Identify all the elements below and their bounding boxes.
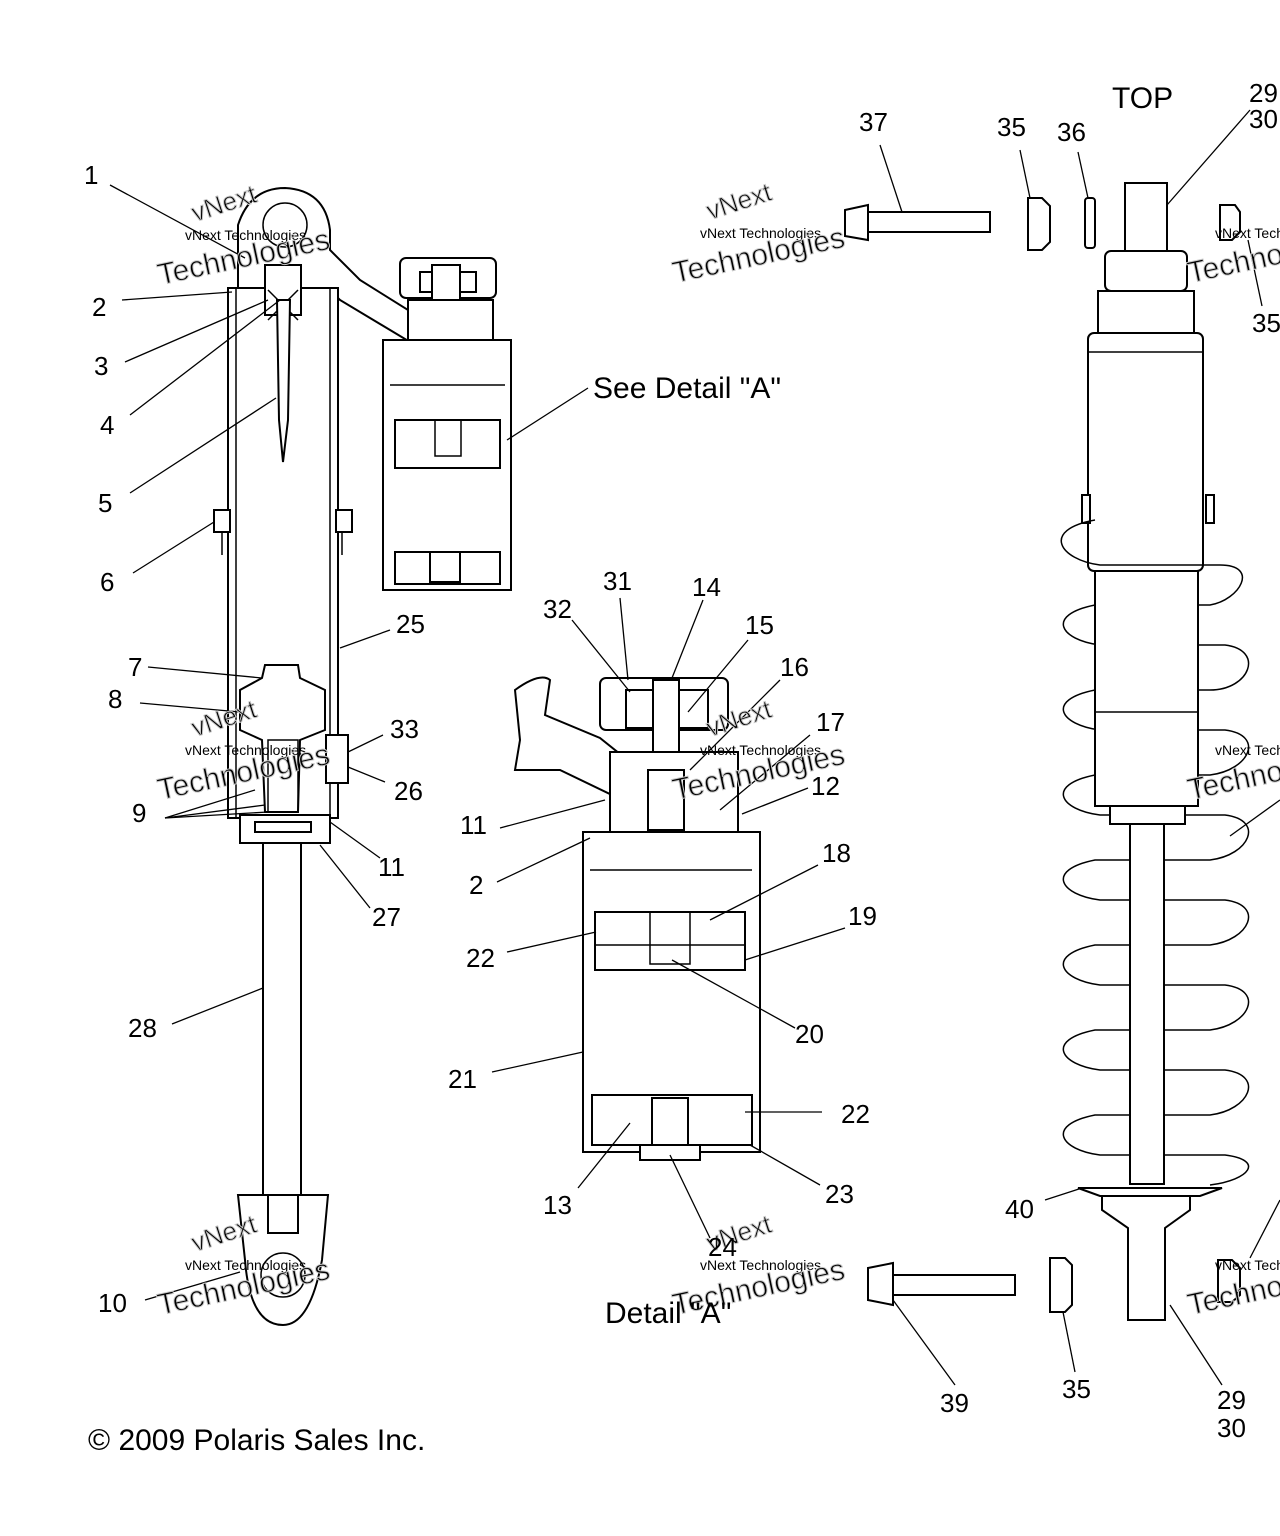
callout-39: 39 [940,1388,969,1418]
see-detail-a-label: See Detail "A" [593,372,781,405]
callout-23: 23 [825,1179,854,1209]
callout-31: 31 [603,566,632,596]
callout-18: 18 [822,838,851,868]
top-hardware [844,197,1241,251]
right-assembled-shock [1060,182,1250,1321]
left-shock-assembly [213,186,442,1327]
callout-30-top: 30 [1249,104,1278,134]
callout-30-bottom: 30 [1217,1413,1246,1443]
detail-a-label: Detail "A" [605,1297,731,1330]
watermark-text: vNext Technologies [700,1257,821,1273]
watermark-text: vNext [703,176,776,225]
callout-35-right: 35 [1252,308,1280,338]
callout-22-lower: 22 [841,1099,870,1129]
callout-24: 24 [708,1232,737,1262]
callout-40: 40 [1005,1194,1034,1224]
callout-19: 19 [848,901,877,931]
callout-27: 27 [372,902,401,932]
watermark-text: vNext Technologies [1215,742,1280,758]
callout-11: 11 [378,852,405,882]
callout-22-upper: 22 [466,943,495,973]
callout-16: 16 [780,652,809,682]
callout-3: 3 [94,351,108,381]
watermark-text: vNext Technologies [1215,225,1280,241]
watermark-text: vNext Technologies [185,742,306,758]
callout-9: 9 [132,798,146,828]
callout-35-top: 35 [997,112,1026,142]
callout-35-bottom: 35 [1062,1374,1091,1404]
callout-33: 33 [390,714,419,744]
callout-37: 37 [859,107,888,137]
callout-25: 25 [396,609,425,639]
callout-21: 21 [448,1064,477,1094]
leader-lines [109,109,1280,1386]
callout-36: 36 [1057,117,1086,147]
callout-32: 32 [543,594,572,624]
top-label: TOP [1112,82,1173,115]
callout-10: 10 [98,1288,127,1318]
callout-detail-2: 2 [469,870,483,900]
callout-14: 14 [692,572,721,602]
callout-15: 15 [745,610,774,640]
watermark-text: vNext Technologies [1215,1257,1280,1273]
callout-26: 26 [394,776,423,806]
callout-detail-11: 11 [460,810,487,840]
callout-6: 6 [100,567,114,597]
callout-7: 7 [128,652,142,682]
callout-5: 5 [98,488,112,518]
callout-28: 28 [128,1013,157,1043]
watermark-text: vNext Technologies [700,225,821,241]
bottom-hardware [867,1257,1241,1313]
callout-12: 12 [811,771,840,801]
callout-1: 1 [84,160,98,190]
copyright-notice: © 2009 Polaris Sales Inc. [88,1424,425,1457]
watermark-text: vNext Technologies [185,227,306,243]
callout-numbers: 1 2 3 4 5 6 7 8 9 10 25 33 26 11 27 28 3… [84,78,1280,1443]
remote-reservoir-upper [382,257,512,591]
watermark-text: vNext Technologies [700,742,821,758]
callout-17: 17 [816,707,845,737]
callout-29-bottom: 29 [1217,1385,1246,1415]
callout-29-top: 29 [1249,78,1278,108]
callout-13: 13 [543,1190,572,1220]
callout-2: 2 [92,292,106,322]
callout-20: 20 [795,1019,824,1049]
callout-8: 8 [108,684,122,714]
watermark-text: vNext Technologies [185,1257,306,1273]
callout-4: 4 [100,410,114,440]
